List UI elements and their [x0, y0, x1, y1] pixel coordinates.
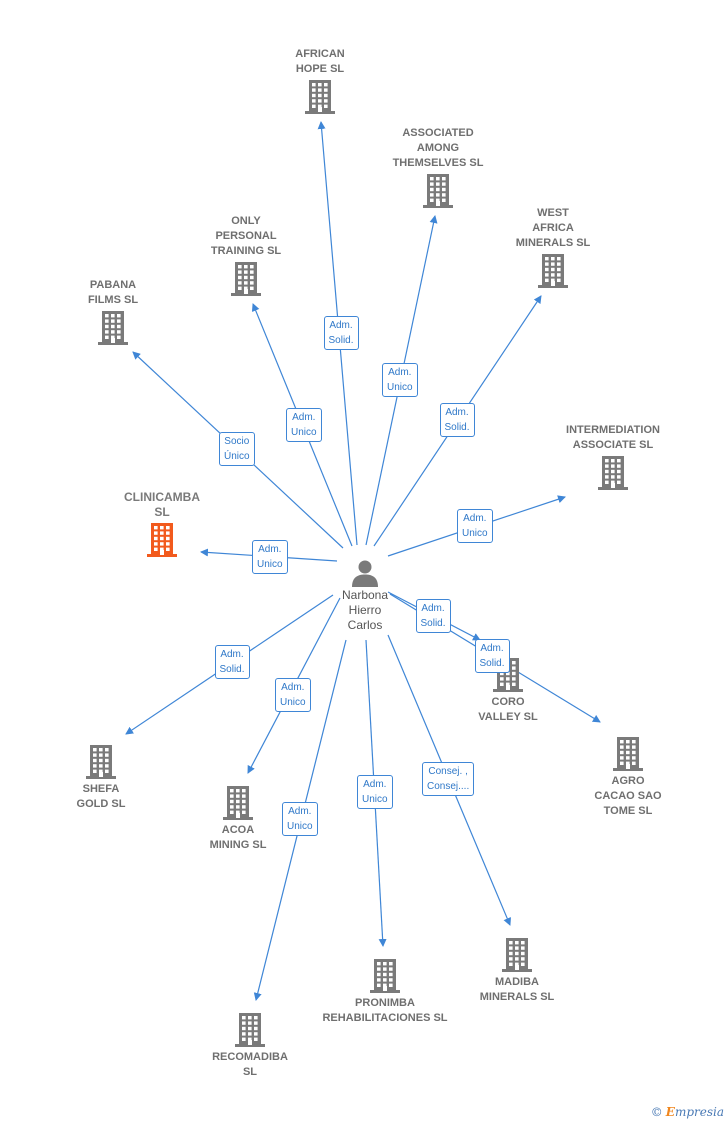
company-name: AFRICAN HOPE SL [295, 48, 345, 75]
company-name: CORO VALLEY SL [478, 696, 538, 723]
building-icon [305, 80, 335, 114]
company-node-madiba-minerals[interactable]: MADIBA MINERALS SL [447, 935, 587, 1005]
relation-label-agro-cacao[interactable]: Adm. Solid. [474, 639, 510, 673]
company-name: SHEFA GOLD SL [76, 783, 126, 810]
copyright-symbol: © [650, 1105, 663, 1119]
company-node-intermediation[interactable]: INTERMEDIATION ASSOCIATE SL [543, 423, 683, 491]
relation-label-shefa-gold[interactable]: Adm. Solid. [214, 645, 250, 679]
company-name: PABANA FILMS SL [87, 279, 139, 306]
company-name: RECOMADIBA SL [212, 1051, 288, 1078]
person-icon [352, 560, 378, 587]
relation-label-intermediation[interactable]: Adm. Unico [457, 509, 493, 543]
company-name: ASSOCIATED AMONG THEMSELVES SL [392, 127, 484, 169]
company-node-shefa-gold[interactable]: SHEFA GOLD SL [31, 742, 171, 812]
building-icon [423, 174, 453, 208]
relation-label-acoa-mining[interactable]: Adm. Unico [275, 678, 311, 712]
building-icon [98, 311, 128, 345]
relation-label-recomadiba[interactable]: Adm. Unico [282, 802, 318, 836]
relation-label-west-africa[interactable]: Adm. Solid. [439, 403, 475, 437]
relation-label-african-hope[interactable]: Adm. Solid. [323, 316, 359, 350]
company-node-west-africa[interactable]: WEST AFRICA MINERALS SL [483, 206, 623, 289]
company-name: WEST AFRICA MINERALS SL [515, 207, 591, 249]
company-name: MADIBA MINERALS SL [479, 976, 555, 1003]
building-icon [502, 938, 532, 972]
relation-label-coro-valley[interactable]: Adm. Solid. [415, 599, 451, 633]
company-name: ACOA MINING SL [209, 824, 267, 851]
company-node-recomadiba[interactable]: RECOMADIBA SL [180, 1010, 320, 1080]
brand-initial: E [665, 1105, 675, 1119]
company-node-pabana[interactable]: PABANA FILMS SL [43, 278, 183, 346]
building-icon [538, 254, 568, 288]
empresia-watermark: ©Empresia [651, 1105, 724, 1119]
relation-label-only-personal[interactable]: Adm. Unico [286, 408, 322, 442]
building-icon [147, 523, 177, 557]
company-node-clinicamba[interactable]: CLINICAMBA SL [92, 490, 232, 558]
relation-label-associated-among[interactable]: Adm. Unico [382, 363, 418, 397]
building-icon [370, 959, 400, 993]
relation-label-clinicamba[interactable]: Adm. Unico [252, 540, 288, 574]
building-icon [231, 262, 261, 296]
company-node-pronimba[interactable]: PRONIMBA REHABILITACIONES SL [315, 956, 455, 1026]
company-name: PRONIMBA REHABILITACIONES SL [322, 997, 448, 1024]
person-node[interactable]: Narbona Hierro Carlos [327, 558, 403, 633]
company-node-acoa-mining[interactable]: ACOA MINING SL [168, 783, 308, 853]
relation-label-pronimba[interactable]: Adm. Unico [357, 775, 393, 809]
person-name: Narbona Hierro Carlos [341, 588, 389, 632]
building-icon [86, 745, 116, 779]
company-name: INTERMEDIATION ASSOCIATE SL [566, 424, 660, 451]
brand-name: mpresia [674, 1105, 724, 1119]
company-name: AGRO CACAO SAO TOME SL [594, 775, 662, 817]
relation-label-madiba-minerals[interactable]: Consej. , Consej.... [422, 762, 475, 796]
building-icon [598, 456, 628, 490]
company-name: ONLY PERSONAL TRAINING SL [210, 215, 282, 257]
company-node-associated-among[interactable]: ASSOCIATED AMONG THEMSELVES SL [368, 126, 508, 209]
building-icon [613, 737, 643, 771]
company-node-african-hope[interactable]: AFRICAN HOPE SL [250, 47, 390, 115]
company-node-agro-cacao[interactable]: AGRO CACAO SAO TOME SL [558, 734, 698, 819]
company-name: CLINICAMBA SL [124, 490, 200, 519]
building-icon [235, 1013, 265, 1047]
building-icon [223, 786, 253, 820]
company-node-only-personal[interactable]: ONLY PERSONAL TRAINING SL [176, 214, 316, 297]
relation-label-pabana[interactable]: Socio Único [219, 432, 255, 466]
